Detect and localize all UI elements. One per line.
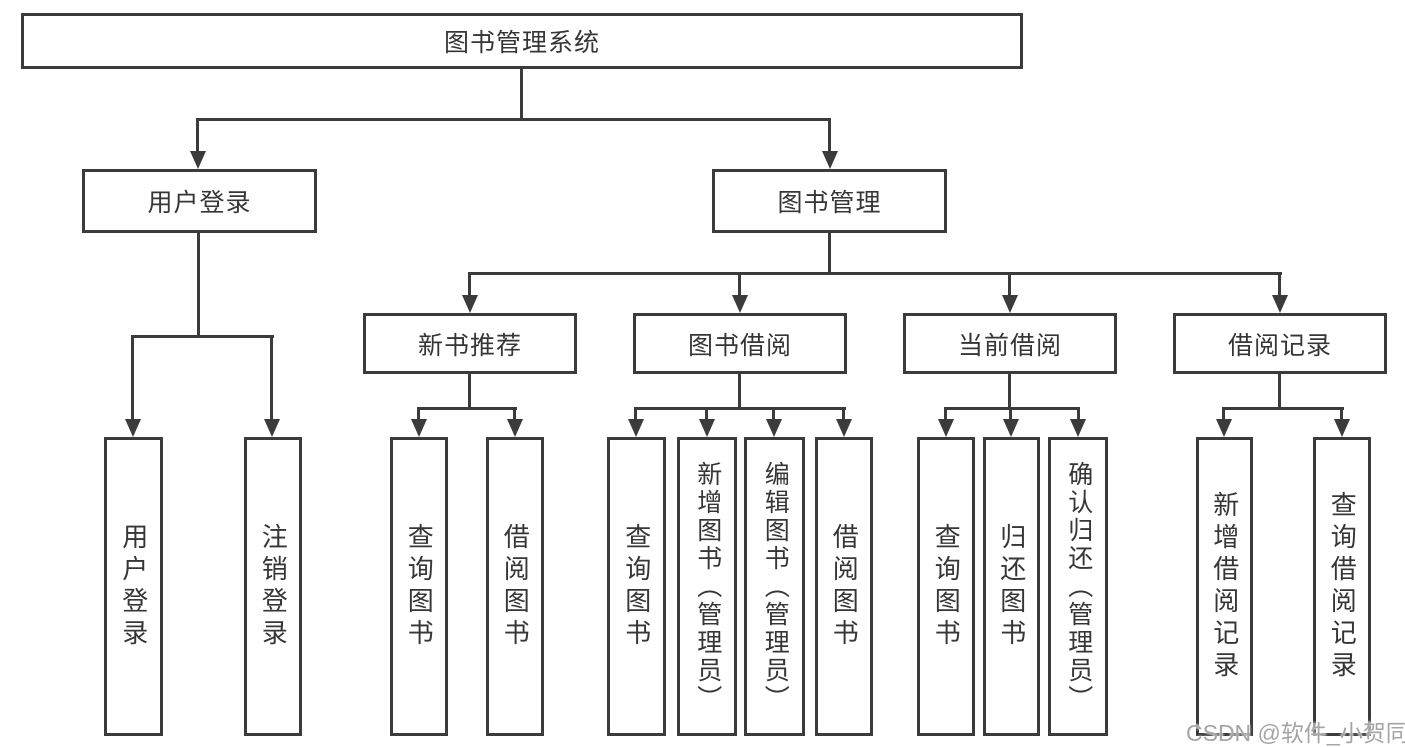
connector-line xyxy=(944,407,947,419)
leaf-label: 用户登录 xyxy=(118,522,149,651)
leaf-label: 归还图书 xyxy=(996,522,1027,651)
arrow-down-icon xyxy=(411,419,427,437)
connector-line xyxy=(1278,374,1281,407)
leaf-borrow-query-books: 查询图书 xyxy=(607,437,666,736)
leaf-label: 查询图书 xyxy=(404,522,435,651)
connector-line xyxy=(842,407,845,419)
connector-line xyxy=(196,118,199,151)
watermark-csdn: CSDN @软件_小贺同学 xyxy=(1186,720,1405,746)
connector-line xyxy=(131,335,274,338)
connector-line xyxy=(513,407,516,419)
leaf-borrow-add-books-admin: 新增图书（管理员） xyxy=(677,437,737,736)
arrow-down-icon xyxy=(1334,419,1350,437)
connector-line xyxy=(1077,407,1080,419)
leaf-label: 新增图书（管理员） xyxy=(693,460,722,713)
connector-line xyxy=(705,407,708,419)
connector-line xyxy=(1340,407,1343,419)
leaf-user-login: 用户登录 xyxy=(104,437,163,736)
arrow-down-icon xyxy=(1216,419,1232,437)
connector-line xyxy=(738,374,741,407)
arrow-down-icon xyxy=(766,419,782,437)
connector-line xyxy=(772,407,775,419)
arrow-down-icon xyxy=(507,419,523,437)
arrow-down-icon xyxy=(1002,295,1018,313)
arrow-down-icon xyxy=(1070,419,1086,437)
node-user-login: 用户登录 xyxy=(82,169,317,233)
connector-line xyxy=(634,407,637,419)
connector-line xyxy=(417,407,420,419)
leaf-label: 查询图书 xyxy=(931,522,962,651)
arrow-down-icon xyxy=(836,419,852,437)
connector-line xyxy=(417,407,517,410)
arrow-down-icon xyxy=(125,419,141,437)
arrow-down-icon xyxy=(822,151,838,169)
arrow-down-icon xyxy=(1272,295,1288,313)
connector-line xyxy=(468,272,1282,275)
node-new-book-recommend: 新书推荐 xyxy=(363,313,577,374)
node-current-borrow: 当前借阅 xyxy=(903,313,1117,374)
leaf-label: 借阅图书 xyxy=(500,522,531,651)
connector-line xyxy=(828,233,831,272)
connector-line xyxy=(1222,407,1225,419)
leaf-current-confirm-return-admin: 确认归还（管理员） xyxy=(1048,437,1108,736)
arrow-down-icon xyxy=(462,295,478,313)
connector-line xyxy=(197,233,200,335)
leaf-label: 新增借阅记录 xyxy=(1209,490,1240,683)
connector-line xyxy=(520,69,523,118)
leaf-label: 确认归还（管理员） xyxy=(1064,460,1093,713)
connector-line xyxy=(468,272,471,295)
connector-line xyxy=(1278,272,1281,295)
node-root-library-system: 图书管理系统 xyxy=(21,13,1023,69)
leaf-label: 查询借阅记录 xyxy=(1327,490,1358,683)
connector-line xyxy=(634,407,846,410)
connector-line xyxy=(131,335,134,419)
arrow-down-icon xyxy=(732,295,748,313)
connector-line xyxy=(196,118,831,121)
leaf-borrow-edit-books-admin: 编辑图书（管理员） xyxy=(744,437,805,736)
node-borrow-records: 借阅记录 xyxy=(1173,313,1387,374)
leaf-recommend-query-books: 查询图书 xyxy=(390,437,448,736)
connector-line xyxy=(738,272,741,295)
leaf-logout: 注销登录 xyxy=(244,437,302,736)
connector-line xyxy=(270,335,273,419)
leaf-records-query-record: 查询借阅记录 xyxy=(1313,437,1371,736)
connector-line xyxy=(468,374,471,407)
arrow-down-icon xyxy=(628,419,644,437)
leaf-current-return-books: 归还图书 xyxy=(983,437,1040,736)
leaf-label: 查询图书 xyxy=(621,522,652,651)
leaf-label: 编辑图书（管理员） xyxy=(761,460,790,713)
arrow-down-icon xyxy=(264,419,280,437)
leaf-recommend-borrow-books: 借阅图书 xyxy=(486,437,544,736)
connector-line xyxy=(828,118,831,151)
leaf-label: 借阅图书 xyxy=(829,522,860,651)
connector-line xyxy=(1008,374,1011,407)
leaf-records-add-record: 新增借阅记录 xyxy=(1196,437,1253,736)
connector-line xyxy=(1222,407,1344,410)
connector-line xyxy=(1009,407,1012,419)
leaf-current-query-books: 查询图书 xyxy=(917,437,975,736)
leaf-label: 注销登录 xyxy=(258,522,289,651)
connector-line xyxy=(1008,272,1011,295)
arrow-down-icon xyxy=(1003,419,1019,437)
node-book-management: 图书管理 xyxy=(712,169,947,233)
arrow-down-icon xyxy=(938,419,954,437)
arrow-down-icon xyxy=(190,151,206,169)
connector-line xyxy=(944,407,1080,410)
leaf-borrow-borrow-books: 借阅图书 xyxy=(815,437,873,736)
arrow-down-icon xyxy=(699,419,715,437)
node-book-borrow: 图书借阅 xyxy=(633,313,847,374)
